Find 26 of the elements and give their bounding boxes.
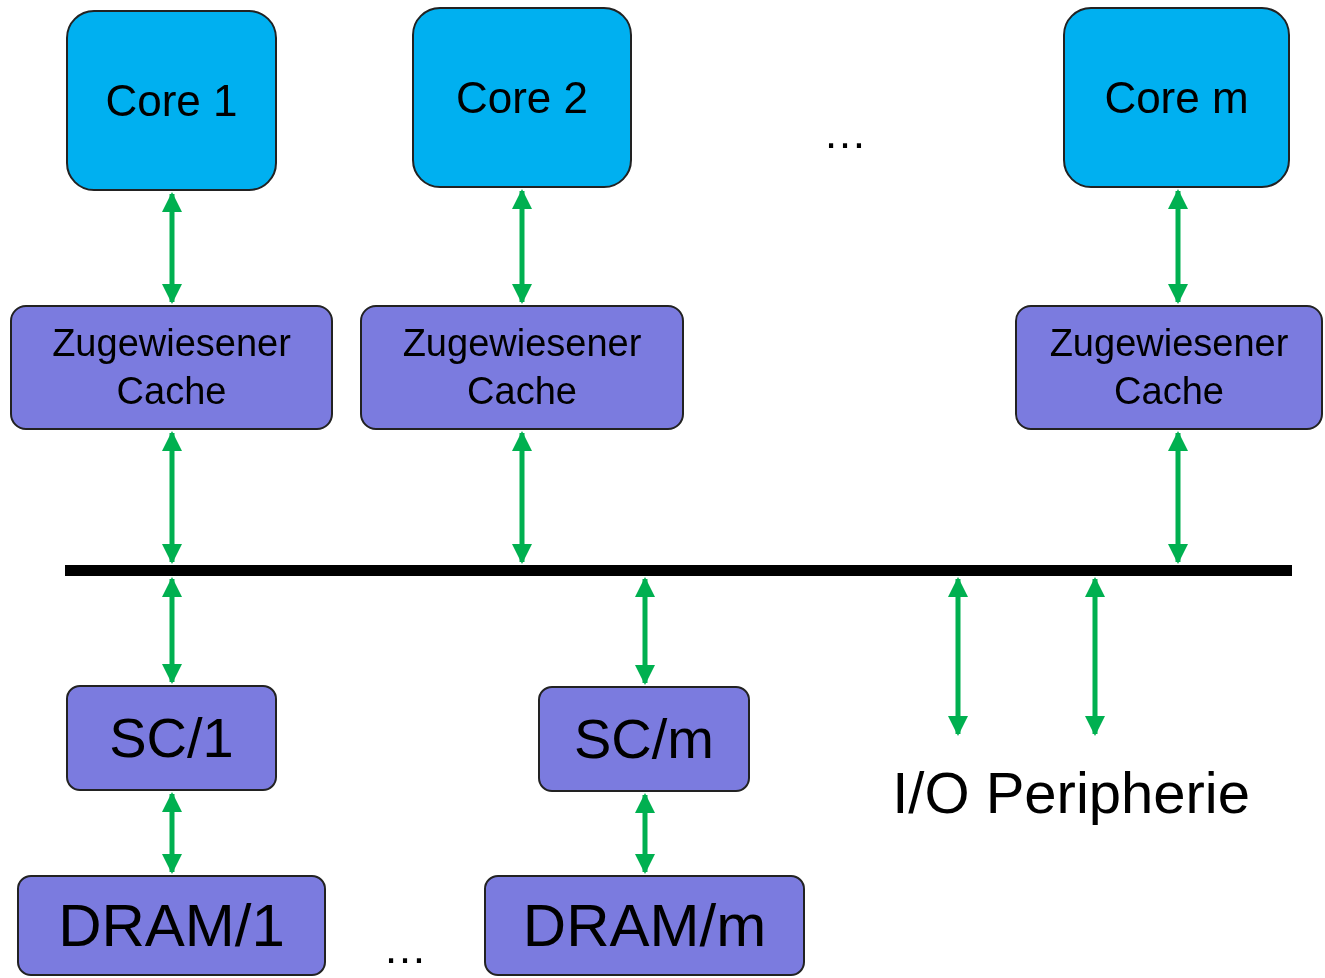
double-arrow <box>162 577 182 684</box>
cache-box: Zugewiesener Cache <box>1015 305 1323 430</box>
double-arrow <box>1085 577 1105 736</box>
controller-box: SC/m <box>538 686 750 792</box>
double-arrow <box>948 577 968 736</box>
controller-box: SC/1 <box>66 685 277 791</box>
double-arrow <box>635 793 655 874</box>
double-arrow <box>162 192 182 304</box>
double-arrow <box>1168 431 1188 564</box>
cache-box: Zugewiesener Cache <box>10 305 333 430</box>
cache-box: Zugewiesener Cache <box>360 305 684 430</box>
dram-box: DRAM/m <box>484 875 805 976</box>
double-arrow <box>635 577 655 685</box>
bus-bar <box>65 565 1292 576</box>
double-arrow <box>512 431 532 564</box>
ellipsis-label: … <box>382 922 428 974</box>
core-box: Core m <box>1063 7 1290 188</box>
core-box: Core 1 <box>66 10 277 191</box>
double-arrow <box>1168 189 1188 304</box>
ellipsis-label: … <box>822 107 868 159</box>
double-arrow <box>162 792 182 874</box>
io-label: I/O Peripherie <box>830 737 1250 847</box>
core-box: Core 2 <box>412 7 632 188</box>
dram-box: DRAM/1 <box>17 875 326 976</box>
double-arrow <box>162 431 182 564</box>
double-arrow <box>512 189 532 304</box>
